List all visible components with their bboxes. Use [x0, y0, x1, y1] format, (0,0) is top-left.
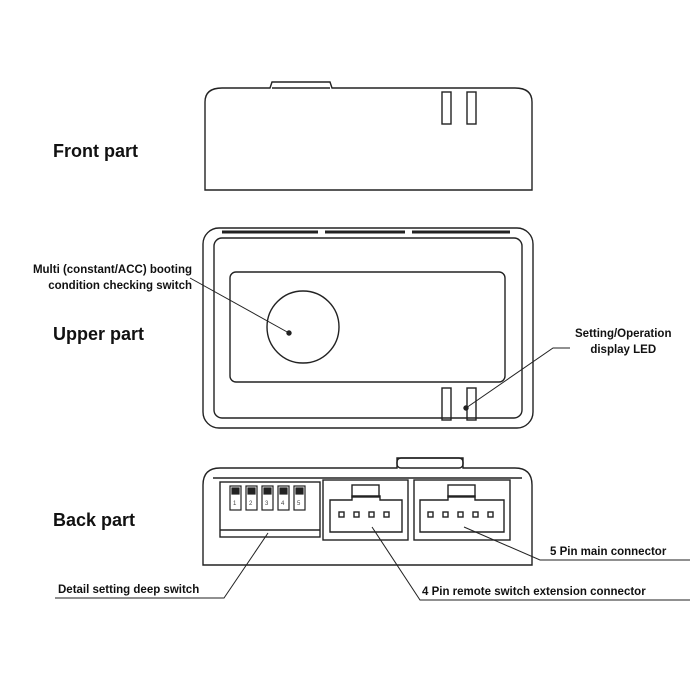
dip-lever-3	[261, 485, 274, 511]
five-pin-1	[427, 511, 434, 518]
booting-switch-label-line1: Multi (constant/ACC) booting	[32, 264, 192, 276]
upper-body-inner	[213, 237, 523, 419]
five-pin-3	[457, 511, 464, 518]
dip-switch-levers	[229, 485, 306, 511]
leader-dip-switch	[55, 532, 269, 599]
five-pin-4	[472, 511, 479, 518]
front-view	[204, 81, 533, 191]
back-body	[202, 457, 533, 566]
four-pin-housing	[322, 479, 409, 541]
five-pin-latch	[447, 484, 476, 498]
led-label-line1: Setting/Operation	[575, 328, 672, 340]
upper-led-slot-left	[441, 387, 452, 421]
upper-window	[229, 271, 506, 383]
booting-switch-label-line2: condition checking switch	[48, 280, 192, 292]
dip-lever-5	[293, 485, 306, 511]
front-body	[204, 81, 533, 191]
upper-view	[202, 227, 534, 429]
dip-switch-callout: Detail setting deep switch	[58, 584, 200, 596]
four-pin-3	[368, 511, 375, 518]
dip-number-1: 1	[233, 501, 237, 507]
four-pin-1	[338, 511, 345, 518]
dip-knob-3	[263, 487, 272, 495]
four-pin-connector	[322, 479, 409, 541]
dip-number-5: 5	[297, 501, 301, 507]
leader-led	[465, 347, 570, 409]
four-pin-latch	[351, 484, 380, 498]
dip-number-3: 3	[265, 501, 269, 507]
back-knob-top	[396, 457, 464, 469]
dip-knob-4	[279, 487, 288, 495]
dip-lever-1	[229, 485, 242, 511]
upper-led-slot-right	[466, 387, 477, 421]
front-part-title: Front part	[53, 141, 138, 161]
booting-condition-switch	[266, 290, 340, 364]
led-callout: Setting/Operation display LED	[575, 326, 671, 358]
five-pin-housing	[413, 479, 511, 541]
booting-switch-callout: Multi (constant/ACC) booting condition c…	[33, 262, 192, 294]
five-pin-5	[487, 511, 494, 518]
upper-body-outer	[202, 227, 534, 429]
leader-booting-switch	[189, 277, 290, 334]
dip-lever-2	[245, 485, 258, 511]
dip-lever-4	[277, 485, 290, 511]
dip-knob-2	[247, 487, 256, 495]
back-view: 1 2 3 4 5	[202, 457, 533, 566]
back-part-title: Back part	[53, 510, 136, 530]
main-connector-callout: 5 Pin main connector	[550, 546, 667, 558]
front-led-slot-right	[466, 91, 477, 125]
leader-remote-connector	[371, 526, 690, 601]
dip-knob-1	[231, 487, 240, 495]
upper-part-title: Upper part	[53, 324, 145, 344]
dip-number-4: 4	[281, 501, 285, 507]
four-pin-4	[383, 511, 390, 518]
dip-number-2: 2	[249, 501, 253, 507]
four-pin-2	[353, 511, 360, 518]
dip-knob-5	[295, 487, 304, 495]
remote-connector-callout: 4 Pin remote switch extension connector	[422, 586, 646, 598]
five-pin-socket	[419, 495, 505, 533]
dip-switch-housing	[219, 481, 321, 538]
leader-lines	[55, 277, 690, 601]
leader-main-connector	[463, 526, 690, 561]
five-pin-2	[442, 511, 449, 518]
front-led-slot-left	[441, 91, 452, 125]
four-pin-socket	[329, 495, 403, 533]
five-pin-connector	[413, 479, 511, 541]
led-label-line2: display LED	[590, 344, 657, 356]
